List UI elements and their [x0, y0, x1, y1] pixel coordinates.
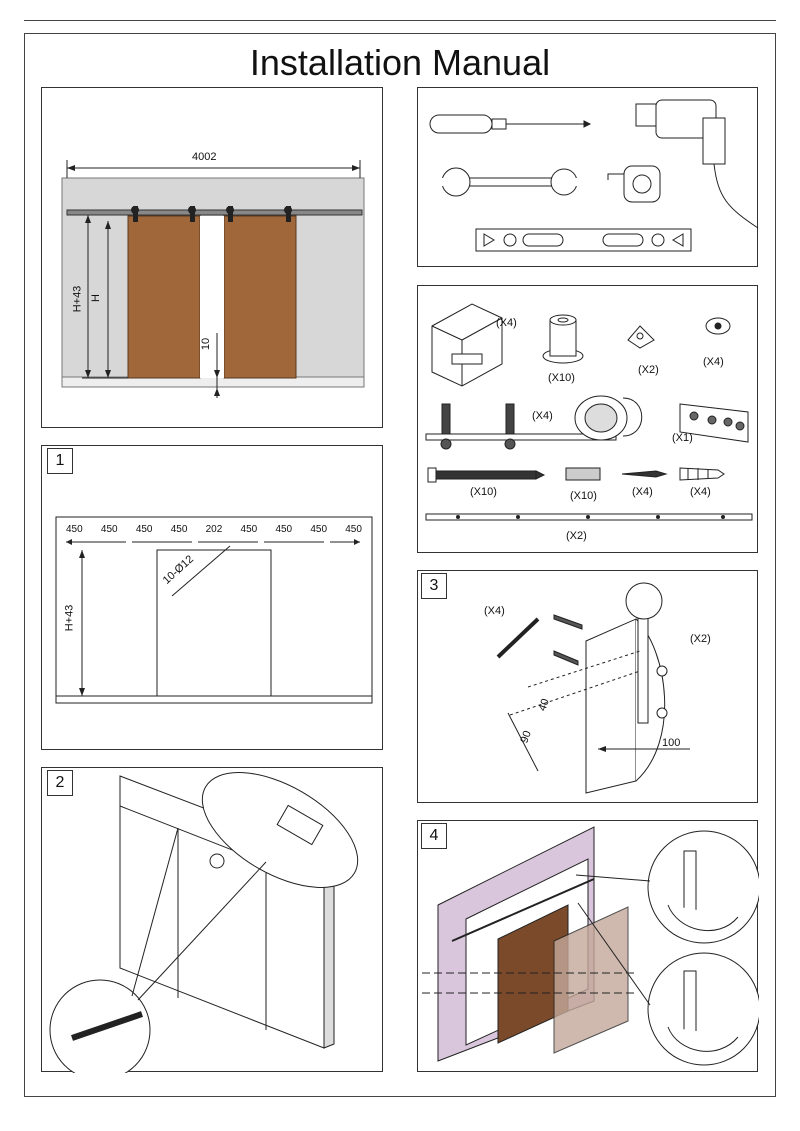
overall-width-label: 4002: [192, 151, 217, 163]
spacer-icon: [542, 314, 584, 364]
spacing-4: 450: [170, 524, 188, 535]
step3-drawing: [496, 582, 690, 794]
wood-screw-icon: [621, 470, 668, 478]
step4-number: 4: [421, 823, 447, 849]
parts-drawing: [425, 303, 753, 521]
track-rail-icon: [425, 513, 753, 521]
screwdriver-icon: [429, 114, 592, 134]
page-title: Installation Manual: [249, 42, 551, 83]
spacing-3: 450: [135, 524, 153, 535]
manual-frame: [24, 33, 776, 1097]
step3-panel: (X4) (X2) 40 90 100: [417, 570, 758, 803]
drill-icon: [635, 99, 759, 229]
step1-spacings: 450 450 450 450 202 450 450 450 450: [66, 524, 362, 535]
wrench-icon: [440, 167, 580, 197]
qty-bracket: (X2): [638, 364, 659, 376]
spacing-2: 450: [100, 524, 118, 535]
qty-sleeve: (X10): [570, 490, 597, 502]
right-door: [223, 215, 297, 379]
spacing-6: 450: [240, 524, 258, 535]
parts-panel: (X4) (X10) (X2) (X4) (X4) (X1) (X10) (X1…: [417, 285, 758, 553]
qty-anchor: (X4): [690, 486, 711, 498]
step3-number: 3: [421, 573, 447, 599]
bolt-icon: [553, 614, 583, 666]
tape-measure-icon: [607, 165, 661, 203]
lag-bolt-icon: [427, 467, 546, 483]
hanger-strap: [637, 610, 649, 724]
tools-drawing: [429, 99, 759, 252]
spacing-5: 202: [205, 524, 223, 535]
step2-drawing: [49, 772, 359, 1073]
qty-screw: (X4): [632, 486, 653, 498]
guide-icon: [431, 303, 503, 387]
spacing-7: 450: [275, 524, 293, 535]
qty-rail: (X2): [566, 530, 587, 542]
overview-panel: 4002 H+43 H 10: [41, 87, 383, 428]
stopper-icon: [705, 317, 731, 335]
step4-drawing: [422, 826, 759, 1066]
spacing-9: 450: [345, 524, 362, 535]
qty-stopper: (X4): [703, 356, 724, 368]
step3-wrench-qty: (X4): [484, 605, 505, 617]
sleeve-icon: [565, 467, 601, 481]
step1-panel: 450 450 450 450 202 450 450 450 450 10-Ø…: [41, 445, 383, 750]
step1-drawing: [55, 516, 373, 704]
step1-number: 1: [47, 448, 73, 474]
qty-spacer: (X10): [548, 372, 575, 384]
qty-guide: (X4): [496, 317, 517, 329]
door-ghost: [553, 906, 629, 1054]
floor-gap-label: 10: [200, 337, 213, 351]
tools-panel: [417, 87, 759, 267]
step3-hanger-qty: (X2): [690, 633, 711, 645]
door-outline: [156, 549, 272, 697]
joint-detail: [276, 804, 324, 846]
wrench-icon: [496, 617, 540, 659]
step2-panel: [41, 767, 383, 1073]
dim-100-label: 100: [662, 737, 681, 749]
height-inner-label: H: [89, 294, 102, 302]
bracket-icon: [627, 325, 655, 349]
overview-drawing: [61, 160, 365, 398]
spacing-8: 450: [310, 524, 328, 535]
spacing-1: 450: [66, 524, 83, 535]
joint-plate-icon: [679, 403, 749, 443]
wall-anchor-icon: [679, 467, 725, 481]
spirit-level-icon: [475, 228, 692, 252]
step1-height-label: H+43: [63, 604, 76, 632]
qty-lagbolt: (X10): [470, 486, 497, 498]
qty-joint: (X1): [672, 432, 693, 444]
step4-panel: [417, 820, 759, 1072]
qty-hanger: (X4): [532, 410, 553, 422]
left-door: [127, 215, 201, 379]
height-outer-label: H+43: [71, 285, 84, 313]
step2-number: 2: [47, 770, 73, 796]
hanger-assembly-icon: [425, 395, 643, 450]
